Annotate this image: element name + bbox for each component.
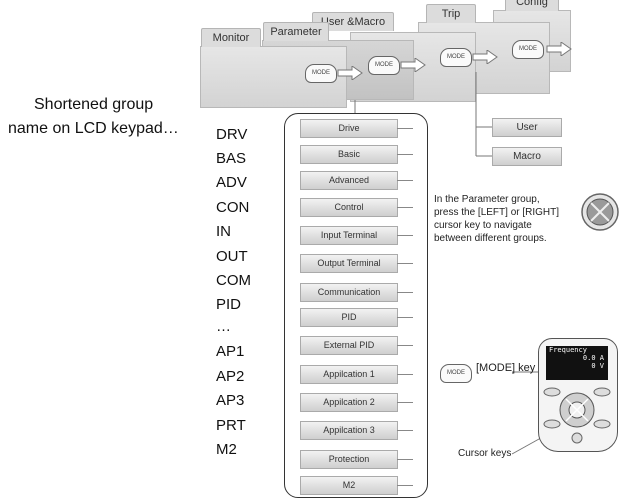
side-item-macro[interactable]: Macro xyxy=(492,147,562,166)
group-control[interactable]: Control xyxy=(300,198,398,217)
group-tick xyxy=(397,374,413,375)
abbr-item: COM xyxy=(216,272,251,289)
mode-key-button[interactable]: MODE xyxy=(368,56,400,75)
lcd-line-2: 0.0 A xyxy=(582,354,604,362)
caption-line-2: name on LCD keypad… xyxy=(8,120,179,137)
group-pid[interactable]: PID xyxy=(300,308,398,327)
tab-user-macro[interactable]: User &Macro xyxy=(312,12,394,31)
monitor-panel xyxy=(200,46,347,108)
tab-config[interactable]: Config xyxy=(505,0,559,11)
note-line: between different groups. xyxy=(434,233,547,244)
abbr-item: AP1 xyxy=(216,343,245,360)
abbr-item: AP3 xyxy=(216,392,245,409)
group-drive[interactable]: Drive xyxy=(300,119,398,138)
group-external-pid[interactable]: External PID xyxy=(300,336,398,355)
group-input-terminal[interactable]: Input Terminal xyxy=(300,226,398,245)
lcd-screen: Frequency 0.0 A 0 V xyxy=(546,346,608,380)
abbr-item: BAS xyxy=(216,150,247,167)
cursor-key-icon xyxy=(581,193,619,231)
abbr-item: IN xyxy=(216,223,231,240)
mode-key-button[interactable]: MODE xyxy=(440,48,472,67)
group-basic[interactable]: Basic xyxy=(300,145,398,164)
right-arrow-icon xyxy=(400,58,426,72)
abbr-item: CON xyxy=(216,199,250,216)
tab-parameter[interactable]: Parameter xyxy=(263,22,329,41)
note-line: cursor key to navigate xyxy=(434,220,532,231)
abbr-item: DRV xyxy=(216,126,248,143)
group-application-1[interactable]: Appilcation 1 xyxy=(300,365,398,384)
caption-line-1: Shortened group xyxy=(34,96,154,113)
group-tick xyxy=(397,292,413,293)
group-tick xyxy=(397,430,413,431)
keypad-buttons xyxy=(543,387,611,444)
group-application-2[interactable]: Appilcation 2 xyxy=(300,393,398,412)
right-arrow-icon xyxy=(472,50,498,64)
abbr-item: PRT xyxy=(216,417,246,434)
abbr-item: PID xyxy=(216,296,242,313)
lcd-line-1: Frequency xyxy=(549,346,587,354)
abbr-item: ADV xyxy=(216,174,247,191)
abbr-item: AP2 xyxy=(216,368,245,385)
mode-key-label: [MODE] key xyxy=(476,362,536,374)
group-tick xyxy=(397,345,413,346)
tab-trip[interactable]: Trip xyxy=(426,4,476,23)
mode-key-icon: MODE xyxy=(440,364,472,383)
right-arrow-icon xyxy=(337,66,363,80)
right-arrow-icon xyxy=(546,42,572,56)
group-application-3[interactable]: Appilcation 3 xyxy=(300,421,398,440)
cursor-keys-label: Cursor keys xyxy=(458,448,512,459)
abbr-item: … xyxy=(216,318,231,335)
group-tick xyxy=(397,128,413,129)
group-tick xyxy=(397,459,413,460)
group-tick xyxy=(397,485,413,486)
group-tick xyxy=(397,180,413,181)
group-output-terminal[interactable]: Output Terminal xyxy=(300,254,398,273)
tab-monitor[interactable]: Monitor xyxy=(201,28,261,47)
side-item-user[interactable]: User xyxy=(492,118,562,137)
group-protection[interactable]: Protection xyxy=(300,450,398,469)
group-tick xyxy=(397,235,413,236)
note-line: In the Parameter group, xyxy=(434,194,540,205)
mode-key-button[interactable]: MODE xyxy=(305,64,337,83)
group-tick xyxy=(397,207,413,208)
group-tick xyxy=(397,402,413,403)
group-tick xyxy=(397,263,413,264)
note-line: press the [LEFT] or [RIGHT] xyxy=(434,207,560,218)
group-tick xyxy=(397,317,413,318)
group-advanced[interactable]: Advanced xyxy=(300,171,398,190)
abbr-item: OUT xyxy=(216,248,248,265)
abbr-item: M2 xyxy=(216,441,237,458)
group-communication[interactable]: Communication xyxy=(300,283,398,302)
group-tick xyxy=(397,154,413,155)
group-m2[interactable]: M2 xyxy=(300,476,398,495)
mode-key-button[interactable]: MODE xyxy=(512,40,544,59)
lcd-line-3: 0 V xyxy=(591,362,604,370)
